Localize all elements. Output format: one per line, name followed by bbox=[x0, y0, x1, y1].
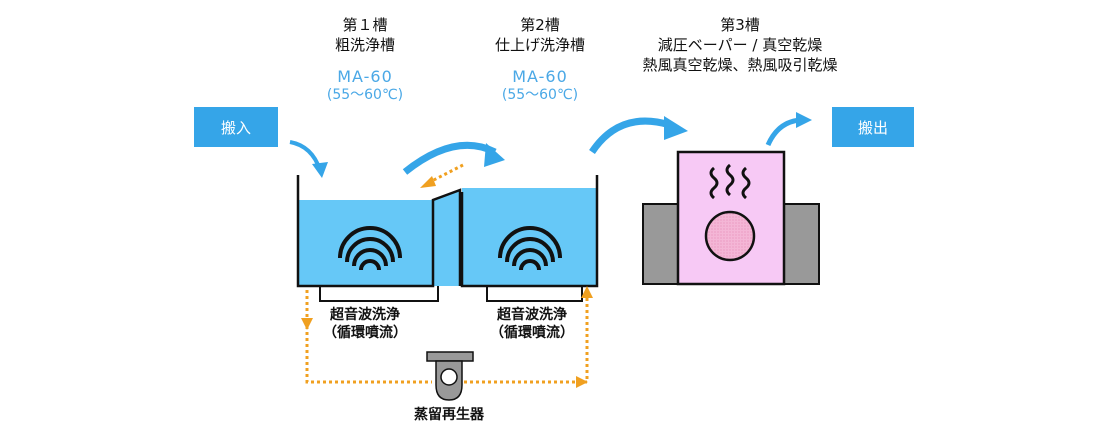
ultrasonic2-line1: 超音波洗浄 bbox=[497, 307, 567, 323]
stage1-model-name: MA-60 bbox=[337, 67, 393, 86]
ultrasonic2-label: 超音波洗浄 （循環噴流） bbox=[472, 306, 592, 342]
stage1-model: MA-60 (55～60℃) bbox=[300, 67, 430, 104]
regenerator-label: 蒸留再生器 bbox=[414, 407, 484, 423]
stage3-line2: 熱風真空乾燥、熱風吸引乾燥 bbox=[642, 56, 838, 74]
overflow-arrow-icon bbox=[420, 163, 464, 188]
stage3-title: 第3槽 bbox=[720, 16, 760, 34]
stage1-label: 第１槽 粗洗浄槽 bbox=[300, 15, 430, 55]
carry-in-button[interactable]: 搬入 bbox=[194, 107, 278, 147]
ultrasonic1-line2: （循環噴流） bbox=[323, 325, 407, 341]
transfer-arrow-1-icon bbox=[402, 141, 505, 175]
circulation-flow bbox=[301, 286, 593, 388]
stage1-title: 第１槽 bbox=[342, 16, 388, 34]
stage1-temp: (55～60℃) bbox=[326, 87, 404, 103]
ultrasonic-wave-icon bbox=[338, 226, 402, 271]
stage3-label: 第3槽 減圧ベーパー / 真空乾燥 熱風真空乾燥、熱風吸引乾燥 bbox=[610, 15, 870, 75]
stage2-model-name: MA-60 bbox=[512, 67, 568, 86]
ultrasonic1-label: 超音波洗浄 （循環噴流） bbox=[305, 306, 425, 342]
heat-steam-icon bbox=[709, 163, 751, 200]
dryer-unit bbox=[642, 150, 820, 286]
tank-1 bbox=[296, 175, 462, 302]
ultrasonic1-line1: 超音波洗浄 bbox=[330, 307, 400, 323]
stage2-model: MA-60 (55～60℃) bbox=[465, 67, 615, 104]
carry-out-button[interactable]: 搬出 bbox=[832, 107, 914, 147]
stage2-label: 第2槽 仕上げ洗浄槽 bbox=[465, 15, 615, 55]
tank-2 bbox=[460, 175, 599, 302]
stage2-title: 第2槽 bbox=[520, 16, 560, 34]
carry-in-arrow-icon bbox=[289, 140, 328, 178]
stage2-name: 仕上げ洗浄槽 bbox=[494, 36, 585, 54]
carry-out-arrow-icon bbox=[765, 112, 812, 147]
regenerator-device bbox=[426, 351, 474, 401]
stage3-line1: 減圧ベーパー / 真空乾燥 bbox=[657, 36, 823, 54]
ultrasonic-wave-icon bbox=[498, 226, 562, 271]
stage2-temp: (55～60℃) bbox=[501, 87, 579, 103]
stage1-name: 粗洗浄槽 bbox=[334, 36, 395, 54]
transfer-arrow-2-icon bbox=[589, 116, 688, 155]
ultrasonic2-line2: （循環噴流） bbox=[490, 325, 574, 341]
